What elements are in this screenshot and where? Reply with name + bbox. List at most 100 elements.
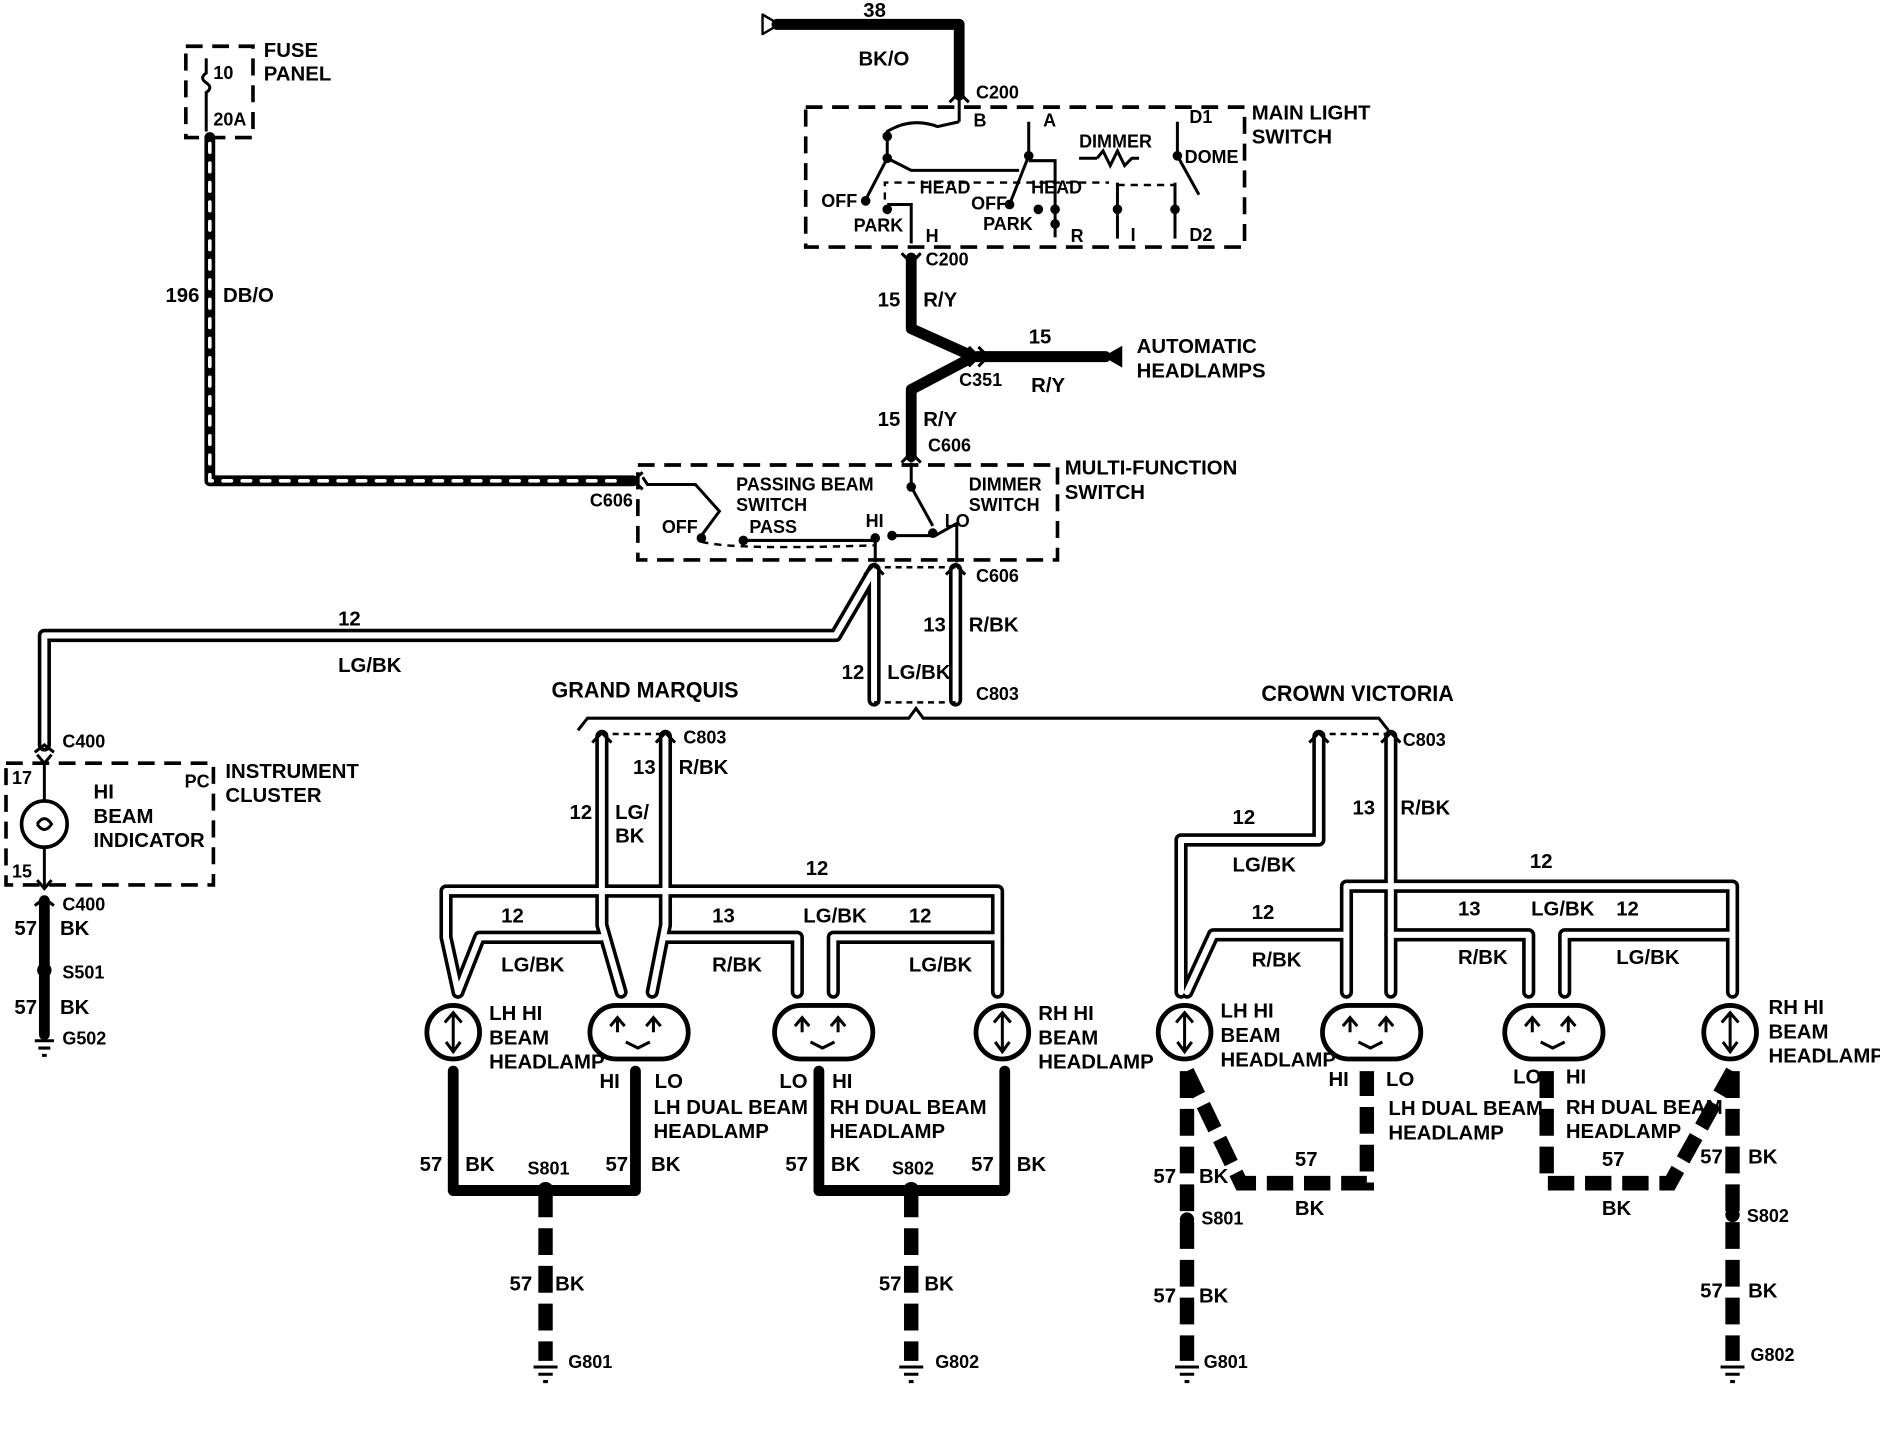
gm-rh-dual-lo: LO (779, 1070, 807, 1093)
gm-rh-dual-hi: HI (832, 1070, 852, 1093)
gm-wire-12-number-top: 12 (806, 857, 829, 880)
main-light-switch-title-2: SWITCH (1252, 125, 1332, 148)
wire-38-number: 38 (863, 0, 886, 22)
gm-wire-57-number-f: 57 (879, 1272, 902, 1295)
c606-top-label: C606 (928, 435, 971, 455)
switch-head-label-1: HEAD (920, 177, 971, 197)
mf-pass-label: PASS (749, 517, 797, 537)
gm-s802-label: S802 (892, 1159, 934, 1179)
cluster-pc-label: PC (185, 771, 210, 791)
cv-lh-dual-beam-headlamp (1320, 1003, 1424, 1062)
mf-lo-label: LO (945, 511, 970, 531)
instrument-cluster-title-1: INSTRUMENT (225, 760, 359, 783)
terminal-a: A (1043, 110, 1056, 130)
terminal-b: B (974, 110, 987, 130)
wire-12-color-main: LG/BK (887, 661, 951, 684)
multi-function-switch-contacts (641, 462, 959, 563)
wire-38-arrow (761, 13, 781, 36)
gm-wire-57-color-a: BK (465, 1153, 495, 1176)
automatic-headlamps-arrow (1103, 345, 1123, 368)
gm-lh-hi-beam-headlamp (424, 1003, 482, 1062)
gm-wire-12-color-b: BK (615, 824, 645, 847)
ground-symbol-g802-cv (1720, 1365, 1745, 1384)
cluster-pin-15: 15 (12, 862, 32, 882)
cv-wire-57-number-e: 57 (1153, 1284, 1176, 1307)
fuse-panel-box (184, 44, 255, 140)
hi-beam-indicator-bulb (19, 753, 69, 891)
cv-rh-hi-beam-headlamp (1701, 1003, 1759, 1062)
gm-wire-57-number-b: 57 (605, 1153, 628, 1176)
c606-bottom-label: C606 (976, 566, 1019, 586)
s501-dot (37, 962, 52, 978)
wire-57-number-cluster-2: 57 (14, 996, 37, 1019)
gm-wire-57-number-e: 57 (510, 1272, 533, 1295)
mf-dimmer-label-1: DIMMER (969, 474, 1042, 494)
main-light-switch-box (803, 105, 1247, 249)
cv-wire-57-number-f: 57 (1700, 1279, 1723, 1302)
c400-bottom-label: C400 (62, 894, 105, 914)
passing-beam-label-2: SWITCH (736, 495, 807, 515)
cv-wire-13-number-mid: 13 (1458, 897, 1481, 920)
gm-wire-13-number-mid: 13 (712, 905, 735, 928)
cv-wire-57-color-f: BK (1748, 1279, 1778, 1302)
s501-label: S501 (62, 963, 104, 983)
gm-wire-13-number: 13 (633, 756, 656, 779)
gm-c803-label: C803 (683, 728, 726, 748)
c200-bottom-label: C200 (926, 249, 969, 269)
automatic-headlamps-line-1: AUTOMATIC (1137, 335, 1257, 358)
main-light-switch-title-1: MAIN LIGHT (1252, 101, 1371, 124)
fuse-panel-title-2: PANEL (264, 62, 331, 85)
cv-wire-57-color-e: BK (1199, 1284, 1229, 1307)
main-switch-contacts (860, 99, 1201, 244)
s802-cv-dot (1725, 1207, 1740, 1223)
grand-marquis-label: GRAND MARQUIS (552, 677, 739, 702)
wire-38-bko (771, 18, 965, 101)
wire-13-color-main: R/BK (969, 614, 1019, 637)
cv-wire-57-number-d: 57 (1700, 1146, 1723, 1169)
wire-12-color-cluster: LG/BK (338, 654, 402, 677)
gm-lh-hi-label-3: HEADLAMP (489, 1051, 604, 1074)
cv-c803-label: C803 (1403, 730, 1446, 750)
cv-wire-12-number-right: 12 (1616, 897, 1639, 920)
cv-lh-dual-hi: HI (1328, 1068, 1348, 1091)
instrument-cluster-title-2: CLUSTER (225, 784, 321, 807)
cv-g802-label: G802 (1751, 1345, 1795, 1365)
hi-beam-indicator-label-3: INDICATOR (94, 829, 205, 852)
gm-lh-dual-beam-headlamp (587, 1003, 691, 1062)
wire-15-number-auto: 15 (1029, 325, 1052, 348)
gm-wire-rbk-mid: R/BK (712, 953, 762, 976)
cv-lh-hi-beam-headlamp (1155, 1003, 1214, 1062)
wire-15-color-lower: R/Y (923, 408, 957, 431)
cv-g801-label: G801 (1204, 1352, 1248, 1372)
cv-wire-13-number: 13 (1352, 796, 1375, 819)
ground-symbol-g801-gm (533, 1365, 558, 1384)
wire-15-ry-upper (905, 252, 979, 363)
wire-57-color-cluster-2: BK (60, 996, 90, 1019)
gm-wire-57-color-d: BK (1017, 1153, 1047, 1176)
wire-15-color-auto: R/Y (1031, 374, 1065, 397)
wire-196-number: 196 (165, 284, 199, 307)
cv-rh-hi-label-3: HEADLAMP (1768, 1045, 1880, 1068)
gm-rh-dual-label-1: RH DUAL BEAM (830, 1096, 987, 1119)
cv-lh-hi-label-2: BEAM (1221, 1024, 1281, 1047)
wire-57-number-cluster-1: 57 (14, 917, 37, 940)
cv-lh-hi-label-3: HEADLAMP (1221, 1048, 1336, 1071)
cv-lh-hi-label-1: LH HI (1221, 999, 1274, 1022)
wire-15-number-upper: 15 (878, 289, 901, 312)
dimmer-label: DIMMER (1079, 131, 1152, 151)
gm-wire-lgbk-right: LG/BK (909, 953, 973, 976)
multi-function-title-2: SWITCH (1065, 481, 1145, 504)
gm-wire-12-number-right: 12 (909, 905, 932, 928)
s802-gm-dot (902, 1181, 920, 1199)
cv-wire-lgbk-mid: LG/BK (1531, 897, 1595, 920)
gm-lh-hi-label-2: BEAM (489, 1026, 549, 1049)
cv-wire-57-number-a: 57 (1153, 1165, 1176, 1188)
cv-wire-57-color-c: BK (1602, 1197, 1632, 1220)
cv-rh-dual-label-2: HEADLAMP (1566, 1120, 1681, 1143)
s801-gm-dot (537, 1181, 554, 1199)
ground-symbol-g502 (34, 1039, 54, 1057)
terminal-h: H (926, 226, 939, 246)
instrument-cluster-box (4, 761, 216, 887)
cv-wire-rbk-left: R/BK (1252, 948, 1302, 971)
